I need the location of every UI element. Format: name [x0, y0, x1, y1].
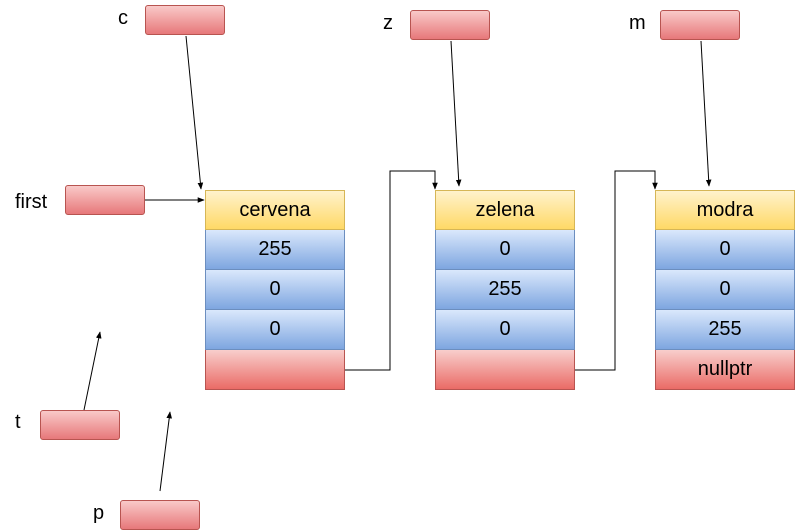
node-next: nullptr [655, 350, 795, 390]
pointer-box-p [120, 500, 200, 530]
var-label-c: c [118, 7, 128, 29]
arrow-zelena-next-to-modra [575, 170, 658, 371]
node-name: cervena [205, 190, 345, 230]
node-value: 0 [655, 230, 795, 270]
node-next [205, 350, 345, 390]
var-label-m: m [629, 12, 646, 34]
var-label-p: p [93, 502, 105, 524]
var-label-z: z [383, 12, 393, 34]
pointer-box-c [145, 5, 225, 35]
arrow-p-dangling [159, 411, 172, 492]
list-node-zelena: zelena 0 255 0 [435, 190, 575, 390]
node-value: 0 [205, 270, 345, 310]
var-label-t: t [15, 411, 21, 433]
pointer-box-m [660, 10, 740, 40]
list-node-modra: modra 0 0 255 nullptr [655, 190, 795, 390]
node-next [435, 350, 575, 390]
node-value: 0 [435, 230, 575, 270]
arrow-z-to-zelena [450, 40, 462, 187]
node-value: 255 [655, 310, 795, 350]
arrow-c-to-cervena [185, 35, 204, 190]
list-node-cervena: cervena 255 0 0 [205, 190, 345, 390]
node-name: zelena [435, 190, 575, 230]
node-value: 0 [205, 310, 345, 350]
node-value: 255 [205, 230, 345, 270]
arrow-t-dangling [83, 331, 102, 411]
node-value: 0 [435, 310, 575, 350]
pointer-box-z [410, 10, 490, 40]
node-value: 0 [655, 270, 795, 310]
pointer-box-first [65, 185, 145, 215]
node-value: 255 [435, 270, 575, 310]
node-name: modra [655, 190, 795, 230]
arrow-cervena-next-to-zelena [345, 170, 438, 371]
pointer-box-t [40, 410, 120, 440]
var-label-first: first [15, 191, 48, 213]
arrow-m-to-modra [700, 40, 712, 187]
